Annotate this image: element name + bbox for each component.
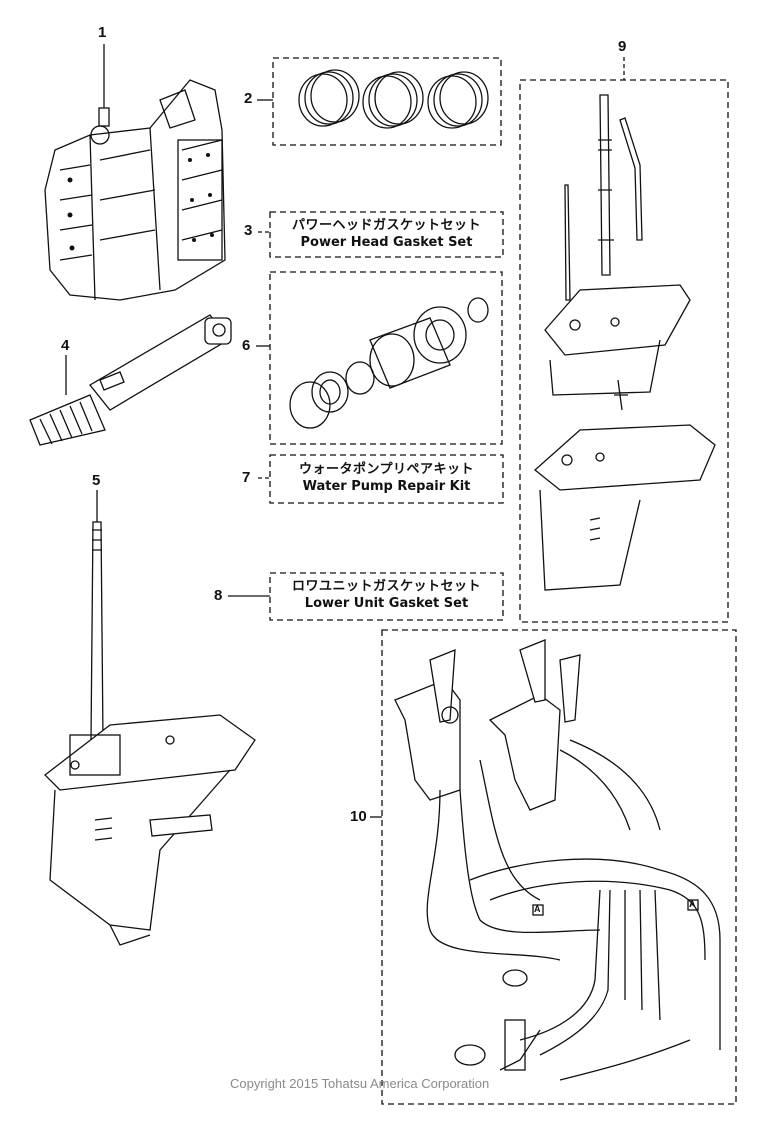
water-pump-box [256,271,503,445]
callout-3: 3 [244,222,253,239]
callout-1: 1 [98,24,107,41]
power-head-gasket-en: Power Head Gasket Set [300,235,473,250]
callout-8: 8 [214,587,223,604]
callout-9: 9 [618,38,627,55]
lower-unit-gasket-en: Lower Unit Gasket Set [304,596,469,611]
callout-4: 4 [61,337,70,354]
gear-case-box [519,57,729,623]
water-pump-kit-en: Water Pump Repair Kit [302,479,471,494]
piston-rings-box [257,57,502,146]
power-head [44,44,226,301]
power-head-gasket-label: パワーヘッドガスケットセット Power Head Gasket Set [270,217,503,251]
lower-unit-gasket-label: ロワユニットガスケットセット Lower Unit Gasket Set [270,578,503,612]
callout-7: 7 [242,469,251,486]
callout-2: 2 [244,90,253,107]
power-head-gasket-box [269,211,504,258]
harness-mark-a-1: A [534,904,541,914]
lower-unit [44,490,256,946]
copyright-text: Copyright 2015 Tohatsu America Corporati… [230,1076,490,1091]
power-head-gasket-jp: パワーヘッドガスケットセット [291,218,481,233]
callout-5: 5 [92,472,101,489]
drive-shaft [29,314,232,446]
callout-6: 6 [242,337,251,354]
water-pump-kit-jp: ウォータポンプリペアキット [298,462,475,477]
water-pump-kit-label: ウォータポンプリペアキット Water Pump Repair Kit [270,461,503,495]
remote-control-box [370,629,737,1105]
harness-mark-a-2: A [689,899,696,909]
lower-unit-gasket-jp: ロワユニットガスケットセット [291,579,481,594]
callout-10: 10 [350,808,367,825]
